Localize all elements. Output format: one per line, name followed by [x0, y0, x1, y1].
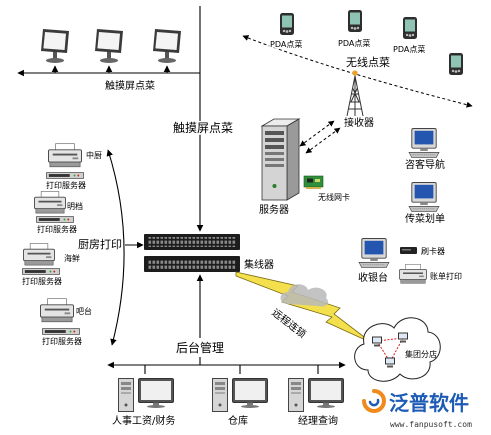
pda-label: PDA点菜 — [393, 44, 425, 54]
kitchen-print-group: 厨房打印 中厨 打印服务器 明档 打印服务器 海鲜 打印服务器 吧台 打印服务器 — [22, 143, 144, 346]
print-server-label: 打印服务器 — [42, 336, 82, 346]
front-desk-group: 咨客导航 传菜划单 收银台 刷卡器 账单打印 — [358, 128, 462, 284]
print-server-label: 打印服务器 — [46, 180, 86, 190]
cashier-monitor-icon — [358, 238, 390, 268]
cashier-label: 收银台 — [358, 271, 388, 284]
pda-device-icon — [403, 17, 417, 39]
station-label: 吧台 — [76, 306, 92, 316]
pc-monitor-icon — [138, 378, 174, 408]
touchscreen-monitor-icon — [95, 29, 123, 63]
pda-group: PDA点菜 PDA点菜 PDA点菜 无线点菜 — [242, 10, 473, 108]
pc-tower-icon — [288, 378, 304, 412]
pda-device-icon — [348, 10, 362, 32]
antenna-tower-icon — [346, 74, 364, 117]
printer-icon — [48, 143, 82, 168]
print-server-icon — [46, 172, 84, 179]
hub: 集线器 — [144, 234, 274, 272]
wireless-nic: 无线网卡 — [303, 175, 350, 202]
printer-icon — [23, 243, 55, 266]
kitchen-arc-line — [106, 149, 125, 346]
print-server-icon — [42, 328, 80, 335]
switch-icon — [144, 256, 240, 272]
printer-icon — [34, 191, 66, 214]
touchscreen-label-center: 触摸屏点菜 — [173, 121, 233, 135]
branch-cloud: 集团分店 — [354, 317, 441, 382]
print-server-label: 打印服务器 — [22, 276, 62, 286]
bill-printer-icon — [399, 264, 427, 284]
dispatch-label: 传菜划单 — [405, 212, 445, 225]
receiver-label: 接收器 — [344, 116, 374, 129]
server-label: 服务器 — [259, 203, 289, 216]
station-label: 海鲜 — [64, 253, 80, 263]
pc-monitor-icon — [308, 378, 344, 408]
print-server-label: 打印服务器 — [37, 224, 77, 234]
nic-label: 无线网卡 — [318, 192, 350, 202]
guide-monitor-icon — [408, 128, 440, 158]
print-server-icon — [36, 216, 74, 223]
server-tower-icon — [260, 118, 301, 201]
pc-tower-icon — [212, 378, 228, 412]
network-card-icon — [303, 175, 324, 189]
wireless-arc — [242, 35, 473, 108]
branch-label: 集团分店 — [405, 349, 437, 359]
wireless-link-line — [299, 120, 335, 147]
pda-label: PDA点菜 — [270, 39, 302, 49]
terminal-label: 仓库 — [228, 414, 248, 427]
pda-label: PDA点菜 — [338, 38, 370, 48]
touchscreen-monitor-icon — [41, 29, 69, 63]
touchscreen-monitor-icon — [153, 29, 181, 63]
logo-url: www.fanpusoft.com — [390, 420, 472, 429]
wireless-link-line — [305, 127, 341, 154]
terminal-label: 人事工资/财务 — [112, 414, 175, 427]
pda-device-icon — [280, 13, 294, 35]
pc-monitor-icon — [232, 378, 268, 408]
remote-label: 远程连锁 — [269, 306, 309, 341]
pc-tower-icon — [118, 378, 134, 412]
wireless-label: 无线点菜 — [346, 55, 390, 69]
switch-icon — [144, 234, 240, 250]
kitchen-print-title: 厨房打印 — [78, 237, 122, 251]
logo-name: 泛普软件 — [389, 391, 469, 415]
card-reader-icon — [400, 247, 417, 254]
card-reader-label: 刷卡器 — [421, 246, 445, 256]
signal-star-icon — [352, 70, 358, 76]
hub-label: 集线器 — [244, 258, 274, 271]
printer-icon — [40, 298, 74, 323]
station-label: 明档 — [67, 201, 83, 211]
cloud-icon — [354, 317, 441, 382]
brand-logo: 泛普软件 www.fanpusoft.com — [362, 389, 472, 429]
terminal-label: 经理查询 — [298, 414, 338, 427]
small-cloud-icon — [280, 284, 329, 307]
backend-group: 后台管理 人事工资/财务 仓库 经理查询 — [107, 274, 346, 427]
guide-label: 咨客导航 — [405, 158, 445, 171]
touchscreen-group: 触摸屏点菜 — [17, 29, 200, 92]
pda-device-icon — [449, 53, 463, 75]
bill-print-label: 账单打印 — [430, 271, 462, 281]
print-server-icon — [22, 268, 60, 275]
server: 服务器 — [259, 118, 301, 216]
swirl-logo-icon — [362, 389, 386, 413]
touchscreen-label-top: 触摸屏点菜 — [105, 79, 155, 92]
backend-title: 后台管理 — [176, 340, 224, 355]
dispatch-monitor-icon — [408, 182, 440, 212]
receiver: 接收器 — [343, 70, 376, 131]
remote-link: 远程连锁 — [235, 271, 373, 344]
station-label: 中厨 — [86, 150, 102, 160]
